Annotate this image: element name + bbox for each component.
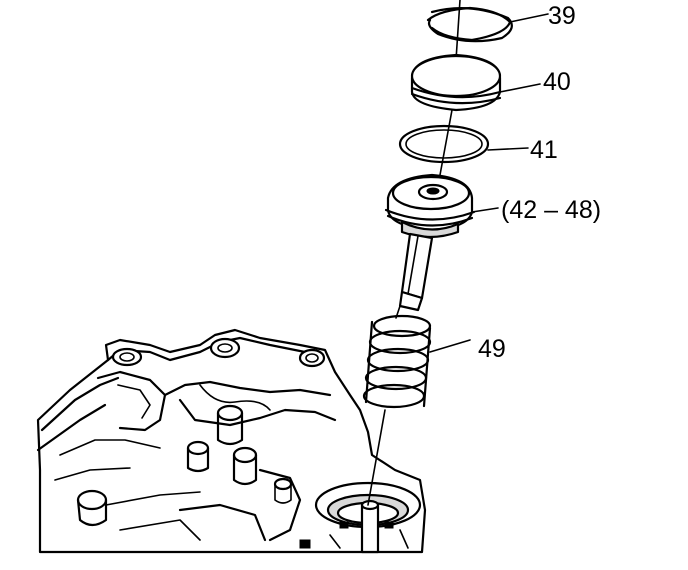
transmission-case <box>36 328 427 554</box>
servo-cover-40 <box>410 53 541 112</box>
return-spring-49 <box>362 314 471 409</box>
callout-40: 40 <box>543 68 571 96</box>
callout-41: 41 <box>530 136 558 164</box>
o-ring-41 <box>398 124 529 164</box>
callout-labels: 39 40 41 (42 – 48) 49 <box>478 2 601 363</box>
snap-ring-39 <box>426 6 549 43</box>
callout-42-48: (42 – 48) <box>501 196 601 224</box>
callout-49: 49 <box>478 335 506 363</box>
callout-39: 39 <box>548 2 576 30</box>
servo-piston-42-48 <box>384 173 499 319</box>
